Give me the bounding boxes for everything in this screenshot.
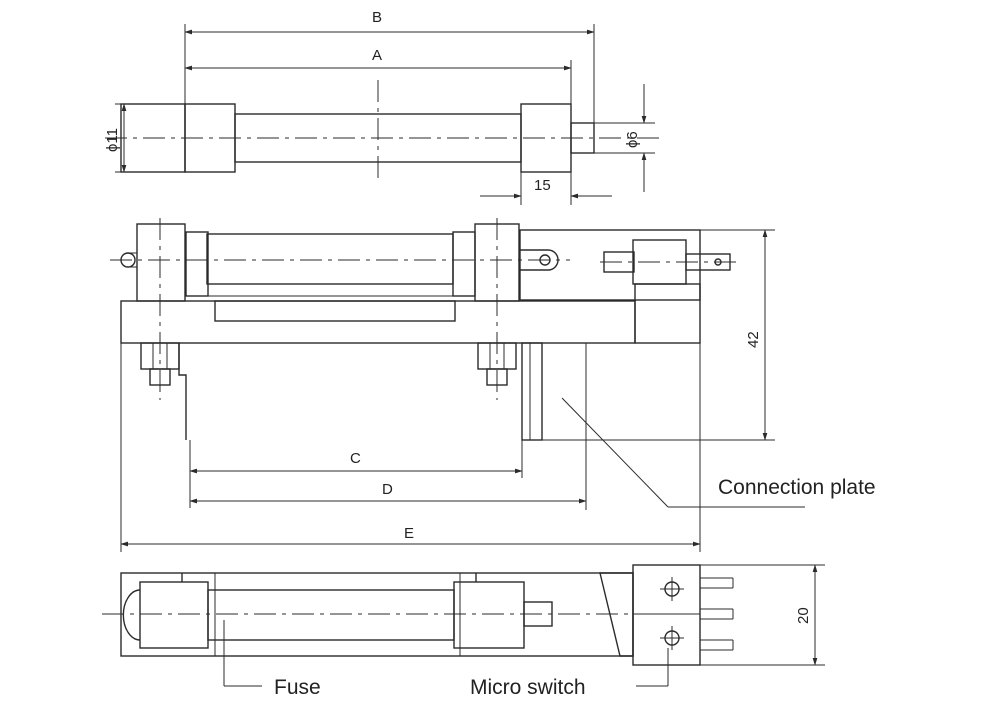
fuse-label: Fuse <box>274 676 321 699</box>
dimension-phi11: ϕ11 <box>104 103 185 173</box>
assembly-side-view <box>110 218 740 441</box>
fuse-top-view <box>105 80 660 182</box>
assembly-plan-view <box>102 564 734 666</box>
dimension-a: A <box>184 47 572 104</box>
dimension-d-label: D <box>382 481 393 498</box>
dimension-20: 20 <box>700 564 825 666</box>
dimension-15: 15 <box>480 172 612 205</box>
dimension-20-label: 20 <box>795 607 812 624</box>
micro-switch-callout: Micro switch <box>470 648 669 699</box>
dimension-a-label: A <box>372 47 382 64</box>
connection-plate-label: Connection plate <box>718 476 876 499</box>
dimension-e-label: E <box>404 525 414 542</box>
micro-switch-label: Micro switch <box>470 676 586 699</box>
dimension-phi6-label: ϕ6 <box>624 131 641 148</box>
dimension-b-label: B <box>372 9 382 26</box>
fuse-callout: Fuse <box>223 620 321 699</box>
dimension-15-label: 15 <box>534 177 551 194</box>
dimension-phi11-label: ϕ11 <box>104 128 121 152</box>
dimension-e: E <box>120 284 701 552</box>
dimension-42-label: 42 <box>745 331 762 348</box>
connection-plate-callout: Connection plate <box>561 397 876 508</box>
dimension-c: C <box>189 440 523 508</box>
dimension-phi6: ϕ6 <box>594 84 655 192</box>
dimension-42: 42 <box>700 229 775 441</box>
dimension-c-label: C <box>350 450 361 467</box>
dimension-b: B <box>184 9 595 123</box>
dimension-d: D <box>189 440 587 510</box>
